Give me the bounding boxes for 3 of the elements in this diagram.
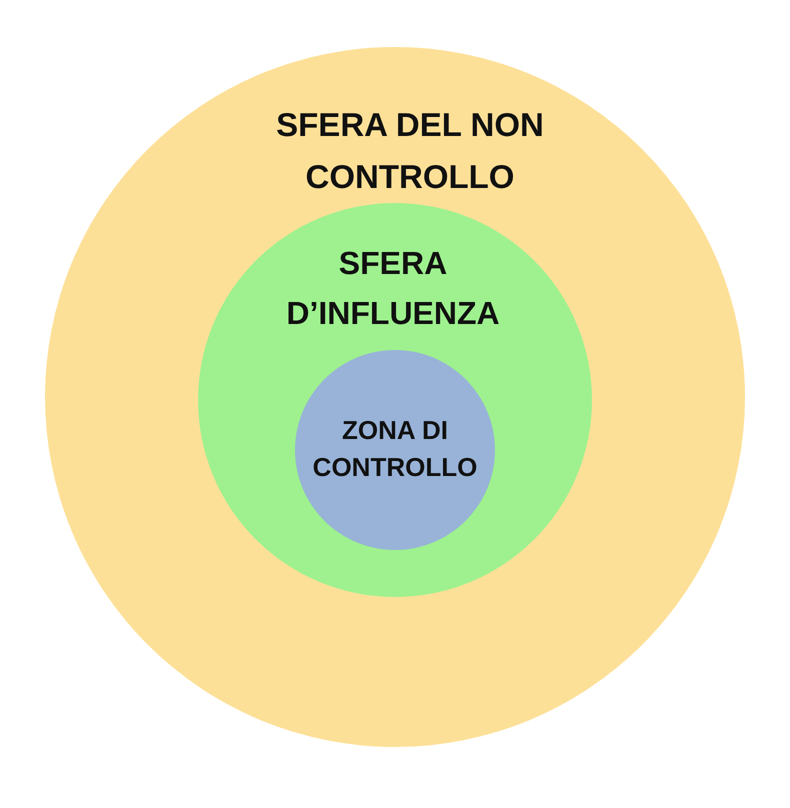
circle-label: SFERA D’INFLUENZA bbox=[285, 244, 501, 333]
circle-label: ZONA DI CONTROLLO bbox=[312, 414, 478, 484]
circle-label: SFERA DEL NON CONTROLLO bbox=[275, 105, 545, 197]
